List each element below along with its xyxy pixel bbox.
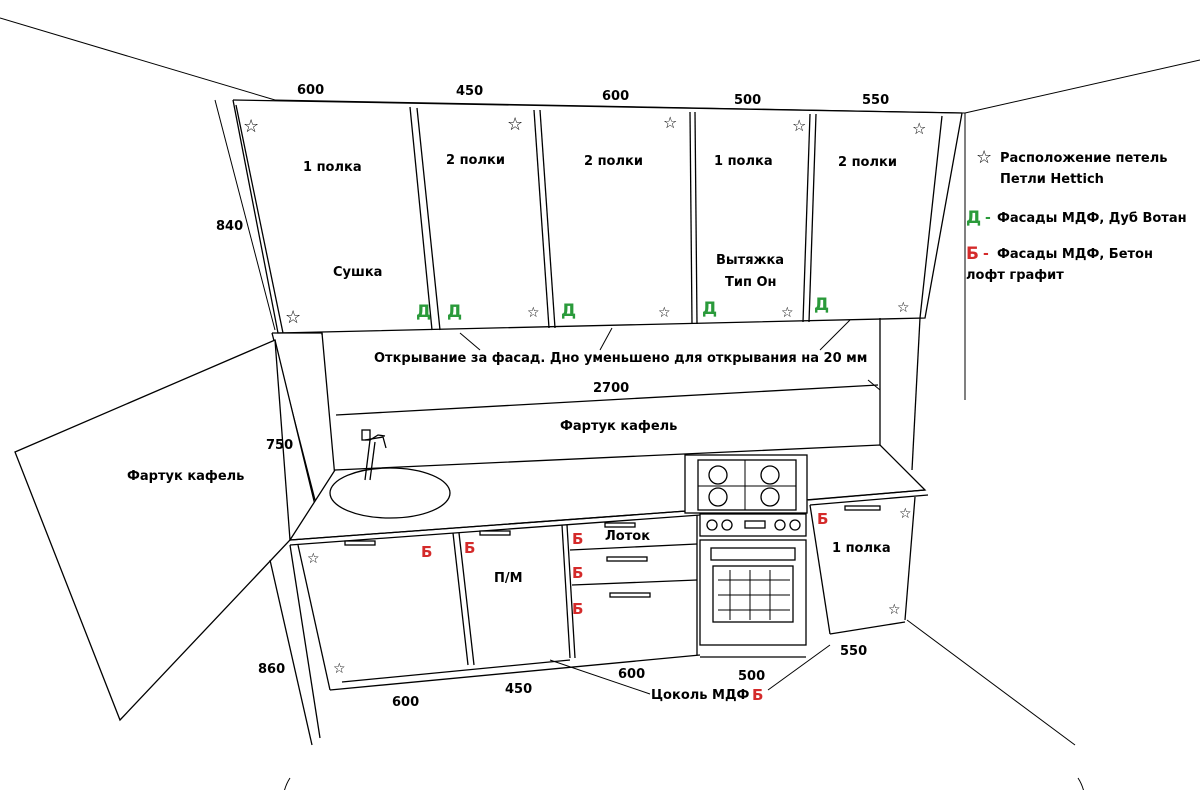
- upper-labels: 1 полка Сушка 2 полки 2 полки 1 полка Вы…: [303, 153, 897, 322]
- dim-total-width: 2700: [593, 381, 629, 396]
- star-icon: ☆: [899, 506, 912, 522]
- facade-b-marker: Б: [817, 510, 828, 528]
- facade-b-marker: Б: [464, 539, 475, 557]
- dim-gap-height: 750: [266, 438, 293, 453]
- legend-b-text-line2: лофт графит: [966, 268, 1064, 283]
- upper-5-shelves: 2 полки: [838, 155, 897, 170]
- facade-b-marker: Б: [421, 543, 432, 561]
- upper-4-note-line2: Тип Он: [725, 275, 777, 290]
- star-icon: ☆: [307, 551, 320, 567]
- facade-b-marker: Б: [572, 530, 583, 548]
- dim-lower-height: 860: [258, 662, 285, 677]
- lower-cabinets: [269, 496, 916, 746]
- dim-upper-1: 600: [297, 83, 324, 98]
- star-icon: ☆: [781, 305, 794, 321]
- upper-3-shelves: 2 полки: [584, 154, 643, 169]
- stove: [684, 454, 808, 658]
- hinge-stars: ☆ ☆ ☆ ☆ ☆ ☆ ☆ ☆ ☆ ☆ ☆ ☆ ☆ ☆: [243, 113, 926, 677]
- dim-lower-4: 500: [738, 669, 765, 684]
- notes: Открывание за фасад. Дно уменьшено для о…: [127, 319, 867, 484]
- legend-hinges-line2: Петли Hettich: [1000, 172, 1104, 187]
- upper-2-shelves: 2 полки: [446, 153, 505, 168]
- dim-upper-5: 550: [862, 93, 889, 108]
- star-icon: ☆: [976, 147, 992, 168]
- star-icon: ☆: [507, 114, 523, 135]
- dim-upper-height: 840: [216, 219, 243, 234]
- sink: [329, 429, 451, 519]
- bottom-bracket: [284, 777, 1084, 790]
- legend-d-text: Фасады МДФ, Дуб Вотан: [997, 211, 1187, 226]
- upper-cabinets: [232, 99, 963, 334]
- upper-dimensions: 600 450 600 500 550 840 750 2700 860: [214, 83, 889, 677]
- facade-b-marker: Б: [572, 600, 583, 618]
- star-icon: ☆: [663, 113, 677, 132]
- dim-upper-2: 450: [456, 84, 483, 99]
- star-icon: ☆: [897, 300, 910, 316]
- facade-d-marker: Д: [561, 301, 576, 321]
- star-icon: ☆: [285, 307, 301, 328]
- star-icon: ☆: [243, 116, 259, 137]
- lower-3-label: Лоток: [605, 529, 650, 544]
- star-icon: ☆: [658, 305, 671, 321]
- plinth-label: Цоколь МДФ: [651, 688, 750, 703]
- star-icon: ☆: [792, 116, 806, 135]
- dim-lower-1: 600: [392, 695, 419, 710]
- facade-b-marker: Б: [572, 564, 583, 582]
- facade-d-marker: Д: [447, 302, 462, 322]
- dim-upper-3: 600: [602, 89, 629, 104]
- dim-lower-3: 600: [618, 667, 645, 682]
- star-icon: ☆: [912, 119, 926, 138]
- upper-4-note-line1: Вытяжка: [716, 253, 784, 268]
- apron-center-label: Фартук кафель: [560, 419, 677, 434]
- legend-b-letter: Б: [966, 244, 979, 264]
- lower-labels: Б Б П/М Б Лоток Б Б Б 1 полка: [421, 510, 891, 618]
- upper-1-shelves: 1 полка: [303, 160, 362, 175]
- star-icon: ☆: [888, 602, 901, 618]
- legend-b-text-line1: Фасады МДФ, Бетон: [997, 247, 1153, 262]
- upper-1-note: Сушка: [333, 265, 382, 280]
- plinth-facade: Б: [752, 686, 763, 704]
- facade-d-marker: Д: [702, 299, 717, 319]
- plinth: Цоколь МДФ Б: [549, 644, 831, 704]
- legend-b-dash: -: [983, 246, 989, 262]
- dim-upper-4: 500: [734, 93, 761, 108]
- legend: ☆ Расположение петель Петли Hettich Д - …: [966, 147, 1187, 283]
- lower-5-label: 1 полка: [832, 541, 891, 556]
- dim-lower-5: 550: [840, 644, 867, 659]
- lower-2-label: П/М: [494, 571, 523, 586]
- legend-d-dash: -: [985, 210, 991, 226]
- apron-left-label: Фартук кафель: [127, 469, 244, 484]
- upper-4-shelves: 1 полка: [714, 154, 773, 169]
- star-icon: ☆: [527, 305, 540, 321]
- legend-d-letter: Д: [966, 208, 981, 228]
- star-icon: ☆: [333, 661, 346, 677]
- lower-dimensions: 600 450 600 500 550: [392, 644, 867, 710]
- facade-d-marker: Д: [814, 295, 829, 315]
- dim-lower-2: 450: [505, 682, 532, 697]
- legend-hinges-line1: Расположение петель: [1000, 151, 1167, 166]
- opening-note: Открывание за фасад. Дно уменьшено для о…: [374, 351, 867, 366]
- facade-d-marker: Д: [416, 302, 431, 322]
